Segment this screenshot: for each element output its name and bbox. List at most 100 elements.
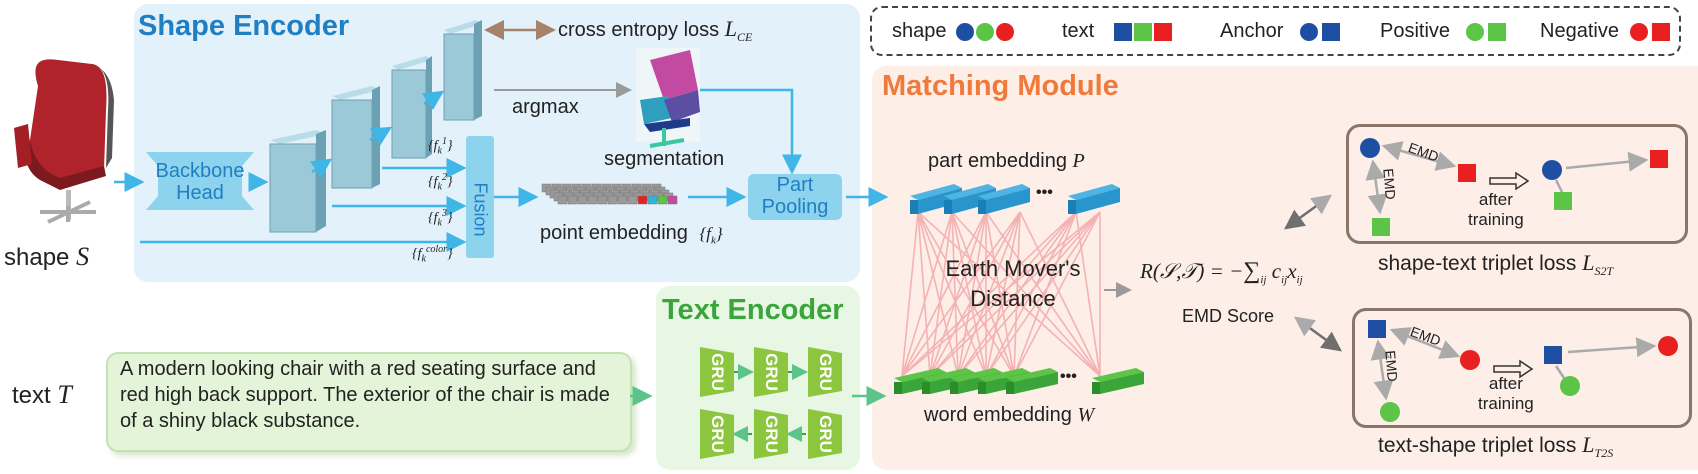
- feature-f2-label: {fk2}: [428, 172, 453, 193]
- part-embedding-block: [978, 184, 1030, 200]
- emd-connection-line: [901, 211, 987, 377]
- word-embedding-block: [950, 368, 1002, 382]
- legend-shape-label: shape: [892, 20, 947, 42]
- matching-module-title: Matching Module: [882, 70, 1119, 102]
- word-embedding-label: word embedding W: [924, 404, 1095, 426]
- emd-connection-line: [901, 211, 1077, 377]
- point-embedding-cell: [597, 195, 608, 205]
- legend-positive-label: Positive: [1380, 20, 1451, 42]
- emd-connection-line: [901, 211, 953, 377]
- matching-module-panel: [872, 66, 1698, 470]
- feature-block-3: [391, 56, 432, 159]
- point-embedding-cell: [637, 195, 648, 205]
- emd-connection-line: [951, 211, 1015, 377]
- s2t-emd-tag-2: EMD: [1380, 167, 1399, 201]
- emd-connection-line: [929, 211, 1021, 377]
- point-embedding-cell: [557, 195, 568, 205]
- emd-connection-line: [901, 211, 1021, 377]
- fusion-block: [466, 136, 494, 258]
- emd-connection-line: [1075, 211, 1101, 377]
- emd-connection-line: [901, 211, 1101, 377]
- emd-connection-line: [917, 211, 931, 377]
- part-embedding-block: [1068, 184, 1120, 200]
- emd-connection-line: [957, 211, 987, 377]
- legend-shape-markers: [956, 23, 1014, 46]
- shape-input-label: shape S: [4, 242, 90, 271]
- part-embedding-blocks: [910, 184, 1120, 214]
- chair-shape-image: [14, 59, 114, 224]
- point-embedding-cell: [657, 195, 668, 205]
- point-embedding-cell: [617, 195, 628, 205]
- text-input-label: text T: [12, 380, 72, 409]
- shape-encoder-title: Shape Encoder: [138, 10, 350, 42]
- s2t-triplet-diagram: [1360, 138, 1668, 236]
- word-embedding-block: [1092, 368, 1144, 382]
- part-pooling-block: [748, 174, 842, 220]
- part-embedding-block: [944, 184, 996, 200]
- emd-connection-line: [985, 211, 1077, 377]
- legend: shape text Anchor Positive Negative: [870, 6, 1681, 56]
- point-embedding-cell: [587, 195, 598, 205]
- legend-text-label: text: [1062, 20, 1095, 42]
- point-embedding-label: point embedding {fk}: [540, 222, 723, 247]
- t2s-triplet-box: [1352, 308, 1692, 428]
- emd-connection-line: [1013, 211, 1077, 377]
- emd-score-label: EMD Score: [1182, 306, 1275, 326]
- point-embedding-cell: [577, 195, 588, 205]
- segmentation-image: [636, 48, 700, 148]
- feature-f3-label: {fk3}: [428, 208, 453, 229]
- s2t-triplet-box: [1346, 124, 1688, 244]
- gru-cell-top-3: GRU: [808, 347, 842, 397]
- text-input-box: [106, 352, 632, 452]
- emd-connection-line: [929, 211, 1101, 377]
- legend-negative-markers: [1630, 23, 1670, 46]
- feature-f1-label: {fk1}: [428, 136, 453, 157]
- emd-connection-line: [917, 211, 1015, 377]
- gru-cell-bottom-3: GRU: [808, 409, 842, 459]
- feature-fcolor-label: {fkcolor}: [412, 244, 453, 265]
- shape-encoder-arrows: [114, 88, 889, 252]
- point-embedding-cell: [567, 195, 578, 205]
- gru-cell-top-1: GRU: [700, 347, 734, 397]
- emd-connection-line: [901, 211, 919, 377]
- part-embedding-block: [910, 184, 962, 200]
- t2s-emd-tag-2: EMD: [1382, 349, 1401, 383]
- legend-anchor-label: Anchor: [1220, 20, 1284, 42]
- point-embedding-cell: [667, 195, 678, 205]
- word-embedding-dots: •••: [1060, 368, 1077, 385]
- emd-connection-line: [1013, 211, 1101, 377]
- emd-connection-line: [917, 211, 987, 377]
- text-encoder-title: Text Encoder: [662, 294, 844, 326]
- fusion-label: Fusion: [470, 182, 491, 237]
- word-embedding-blocks: [894, 368, 1144, 394]
- emd-connection-lines: [901, 211, 1101, 377]
- gru-cell-bottom-2: GRU: [754, 409, 788, 459]
- emd-connection-line: [1019, 211, 1101, 377]
- legend-positive-markers: [1466, 23, 1506, 46]
- emd-connection-line: [929, 211, 1077, 377]
- emd-connection-line: [917, 211, 959, 377]
- emd-formula: R(𝒮,𝒯) = −∑ij cijxij: [1140, 258, 1303, 287]
- word-embedding-block: [922, 368, 974, 382]
- word-embedding-block: [1006, 368, 1058, 382]
- feature-block-4: [443, 20, 482, 121]
- word-embedding-block: [978, 368, 1030, 382]
- t2s-triplet-diagram: [1368, 320, 1678, 422]
- emd-connection-line: [985, 211, 1101, 377]
- emd-connection-line: [929, 211, 953, 377]
- point-embedding-cell: [627, 195, 638, 205]
- feature-block-1: [269, 130, 326, 233]
- legend-negative-label: Negative: [1540, 20, 1619, 42]
- gru-cell-top-2: GRU: [754, 347, 788, 397]
- point-embedding-stack: [541, 183, 678, 205]
- emd-connection-line: [957, 211, 1077, 377]
- segmentation-label: segmentation: [604, 148, 725, 170]
- backbone-head-block: [146, 152, 254, 210]
- t2s-loss-label: text-shape triplet loss LT2S: [1378, 432, 1614, 461]
- s2t-loss-label: shape-text triplet loss LS2T: [1378, 250, 1614, 279]
- argmax-label: argmax: [512, 96, 579, 118]
